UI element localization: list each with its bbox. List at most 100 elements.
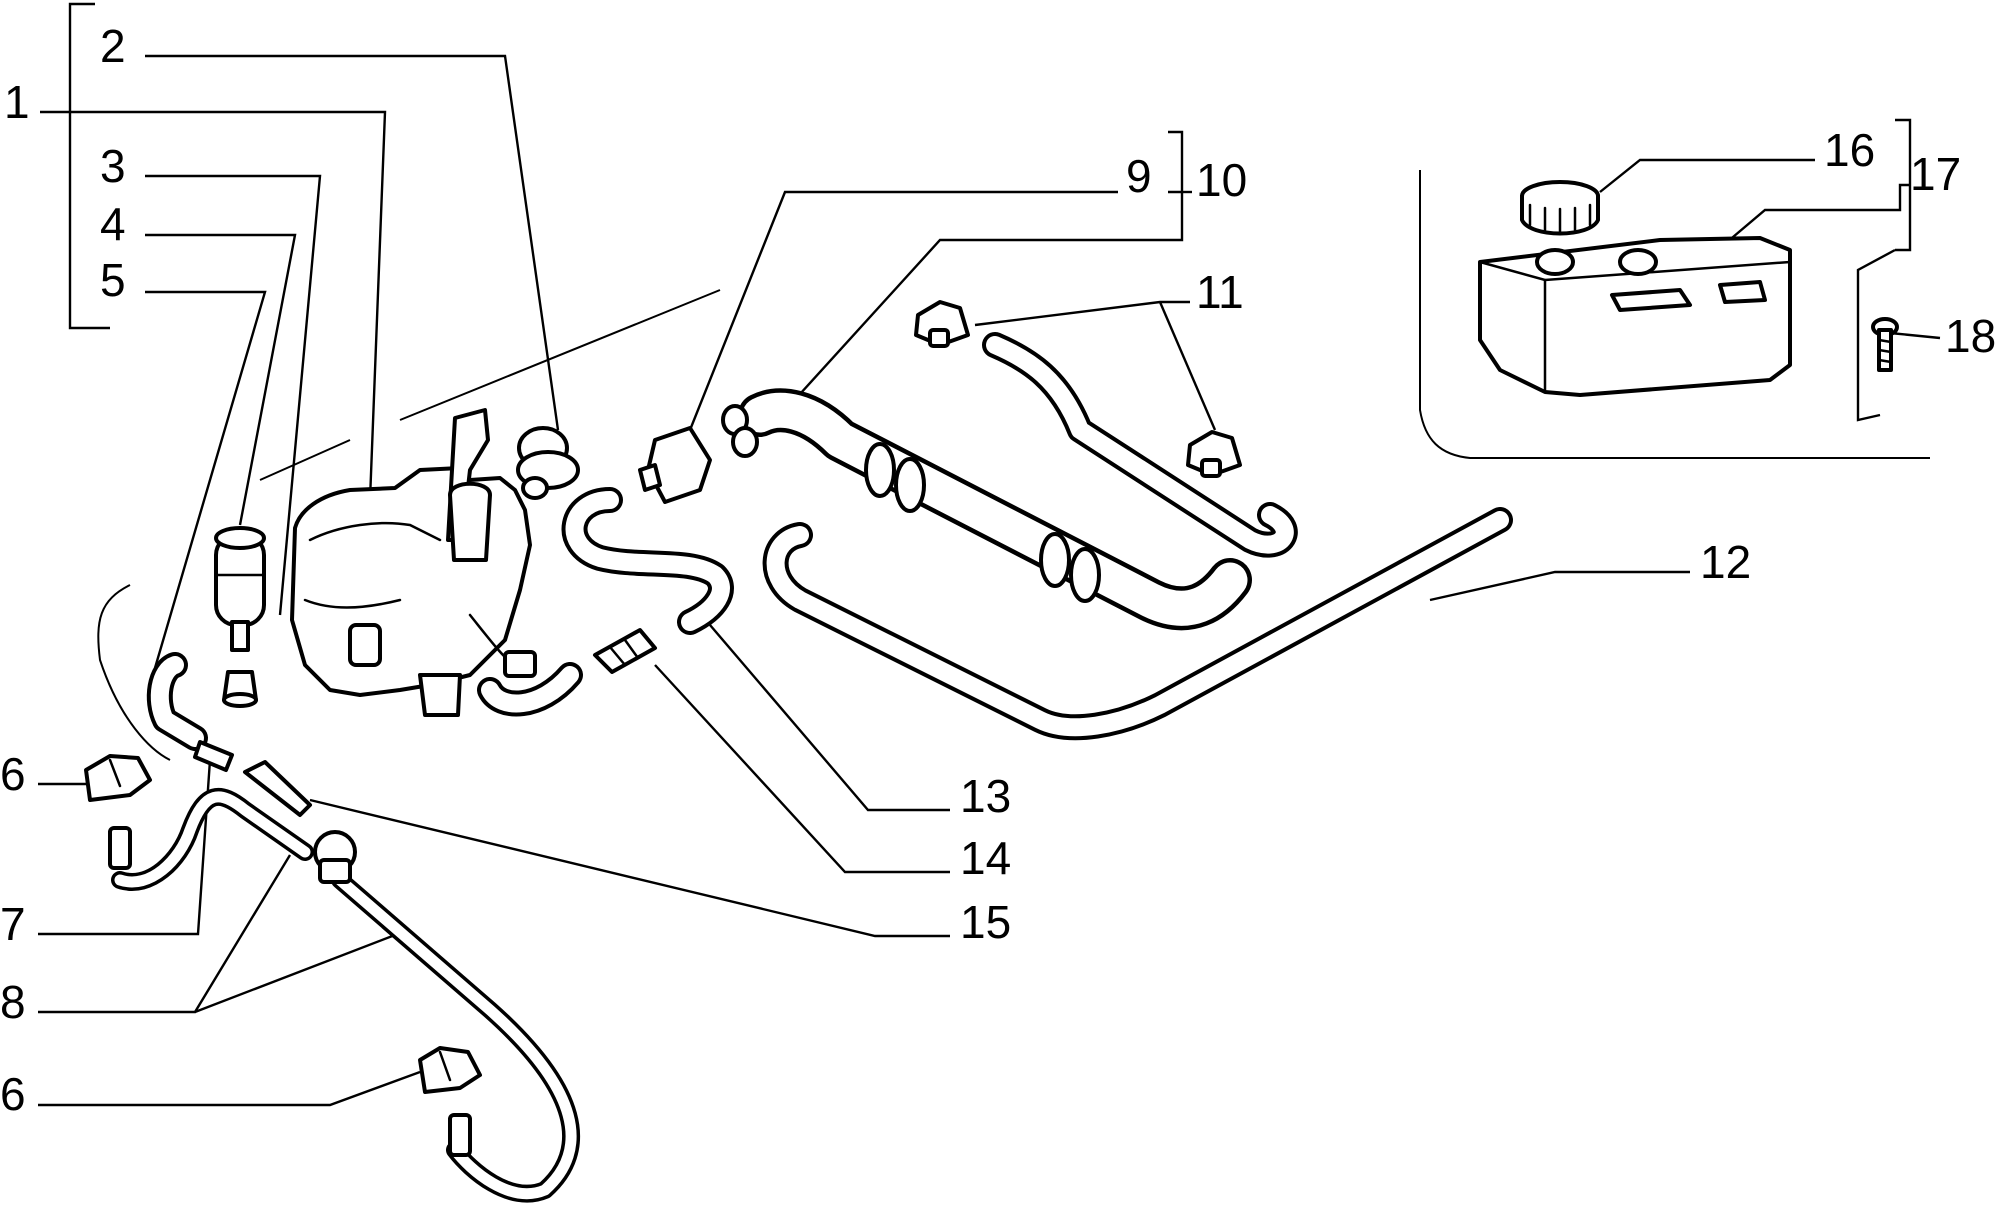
hose-8-valve-stem: [318, 858, 352, 884]
bolt-18[interactable]: [1871, 317, 1899, 372]
bracket-18: [1856, 248, 1896, 422]
body-outline: [97, 170, 1930, 761]
callout-11[interactable]: 11: [1196, 266, 1244, 318]
hose-8[interactable]: [108, 787, 581, 1203]
body-line-upper: [399, 289, 721, 421]
reservoir-17-neck-left: [1535, 248, 1575, 276]
leader-17: [1719, 183, 1910, 249]
leader-8b: [194, 933, 396, 1014]
leader-7: [38, 759, 212, 936]
callout-6-lower[interactable]: 6: [0, 1068, 26, 1120]
leader-1-tank: [70, 110, 387, 501]
tube-15[interactable]: [243, 760, 312, 817]
leader-10: [789, 192, 1184, 406]
callout-7[interactable]: 7: [0, 898, 26, 950]
callout-13[interactable]: 13: [960, 770, 1011, 822]
bracket-1: [68, 2, 110, 330]
leader-14: [654, 664, 950, 874]
hose-12[interactable]: [762, 507, 1513, 741]
reservoir-frame: [1419, 170, 1930, 459]
callout-6-upper[interactable]: 6: [0, 748, 26, 800]
body-line-left: [97, 584, 171, 761]
callout-15[interactable]: 15: [960, 896, 1011, 948]
callout-16[interactable]: 16: [1824, 124, 1875, 176]
leader-16: [1599, 158, 1815, 193]
callout-14[interactable]: 14: [960, 832, 1011, 884]
leader-3: [145, 174, 322, 616]
tube-15-body: [243, 760, 312, 817]
washer-pump-outlet: [230, 620, 250, 652]
callout-3[interactable]: 3: [100, 140, 126, 192]
nozzle-6-lower[interactable]: [418, 1046, 482, 1094]
leader-12: [1429, 570, 1690, 602]
connector-14[interactable]: [593, 628, 657, 674]
filler-cap-seal: [521, 476, 549, 500]
leader-9: [688, 190, 1118, 431]
hose-10-clamp-3: [1039, 532, 1071, 588]
washer-tank-seam: [308, 521, 442, 542]
hose-12-path: [762, 507, 1513, 741]
hose-10-clamp-2: [894, 457, 926, 513]
washer-pump-top: [214, 526, 266, 550]
leader-15: [309, 798, 950, 938]
callout-5[interactable]: 5: [100, 254, 126, 306]
pump-grommet[interactable]: [222, 670, 258, 708]
callout-1[interactable]: 1: [4, 76, 30, 128]
hose-8-left-loop: [111, 787, 314, 891]
check-valve-9-nipple: [638, 463, 662, 492]
callout-2[interactable]: 2: [100, 20, 126, 72]
leader-11b: [1158, 301, 1217, 431]
hose-10[interactable]: [721, 388, 1252, 631]
hose-11[interactable]: [982, 332, 1298, 558]
leader-5: [145, 290, 267, 669]
hose-10-clamp-4: [1069, 547, 1101, 603]
nozzle-11-upper[interactable]: [914, 300, 970, 348]
washer-tank-rib: [303, 598, 402, 609]
connector-7-body: [193, 740, 234, 772]
nozzle-6-lower-body: [418, 1046, 482, 1094]
reservoir-17-body: [1478, 236, 1792, 397]
callout-9[interactable]: 9: [1126, 150, 1152, 202]
nozzle-6-upper[interactable]: [84, 754, 152, 802]
check-valve-9[interactable]: [638, 426, 712, 504]
callout-8[interactable]: 8: [0, 976, 26, 1028]
connector-7[interactable]: [193, 740, 234, 772]
callout-17[interactable]: 17: [1910, 148, 1961, 200]
reservoir-17[interactable]: [1478, 236, 1792, 397]
washer-pump[interactable]: [214, 526, 266, 652]
washer-tank-window: [348, 623, 382, 667]
callout-4[interactable]: 4: [100, 198, 126, 250]
hose-5[interactable]: [146, 652, 208, 751]
washer-tank-foot: [418, 673, 462, 717]
washer-tank-connector: [503, 650, 537, 678]
callout-10[interactable]: 10: [1196, 154, 1247, 206]
leader-lines: [38, 2, 1941, 1107]
leader-18: [1889, 331, 1941, 340]
reservoir-17-tab: [1610, 288, 1692, 312]
leader-6-lower: [38, 1070, 421, 1107]
body-line-tank-top: [259, 439, 351, 481]
filler-cap[interactable]: [516, 426, 580, 500]
reservoir-17-neck-right: [1618, 248, 1658, 276]
check-valve-9-body: [646, 426, 712, 504]
hose-8-nozzle-fitting-right: [448, 1113, 472, 1157]
callout-18[interactable]: 18: [1945, 310, 1996, 362]
nozzle-11-lower[interactable]: [1186, 430, 1242, 478]
connector-14-body: [593, 628, 657, 674]
leader-2: [145, 54, 560, 431]
bracket-10: [1168, 130, 1184, 194]
washer-tank-body: [290, 466, 532, 697]
reservoir-cap-16[interactable]: [1520, 180, 1600, 236]
reservoir-17-tab-2: [1718, 280, 1767, 304]
washer-tank-neck: [448, 481, 492, 562]
hose-13[interactable]: [561, 487, 734, 635]
hose-10-clamp-1: [864, 442, 896, 498]
callout-12[interactable]: 12: [1700, 536, 1751, 588]
leader-4: [145, 233, 297, 526]
hose-10-end-2: [731, 426, 759, 458]
leader-11: [974, 300, 1190, 327]
washer-tank[interactable]: [290, 408, 583, 717]
leader-13: [709, 624, 950, 812]
callout-labels: 1 2 3 4 5 6 6 7 8 9 10 11 12 13 14 15 16…: [0, 20, 1996, 1120]
